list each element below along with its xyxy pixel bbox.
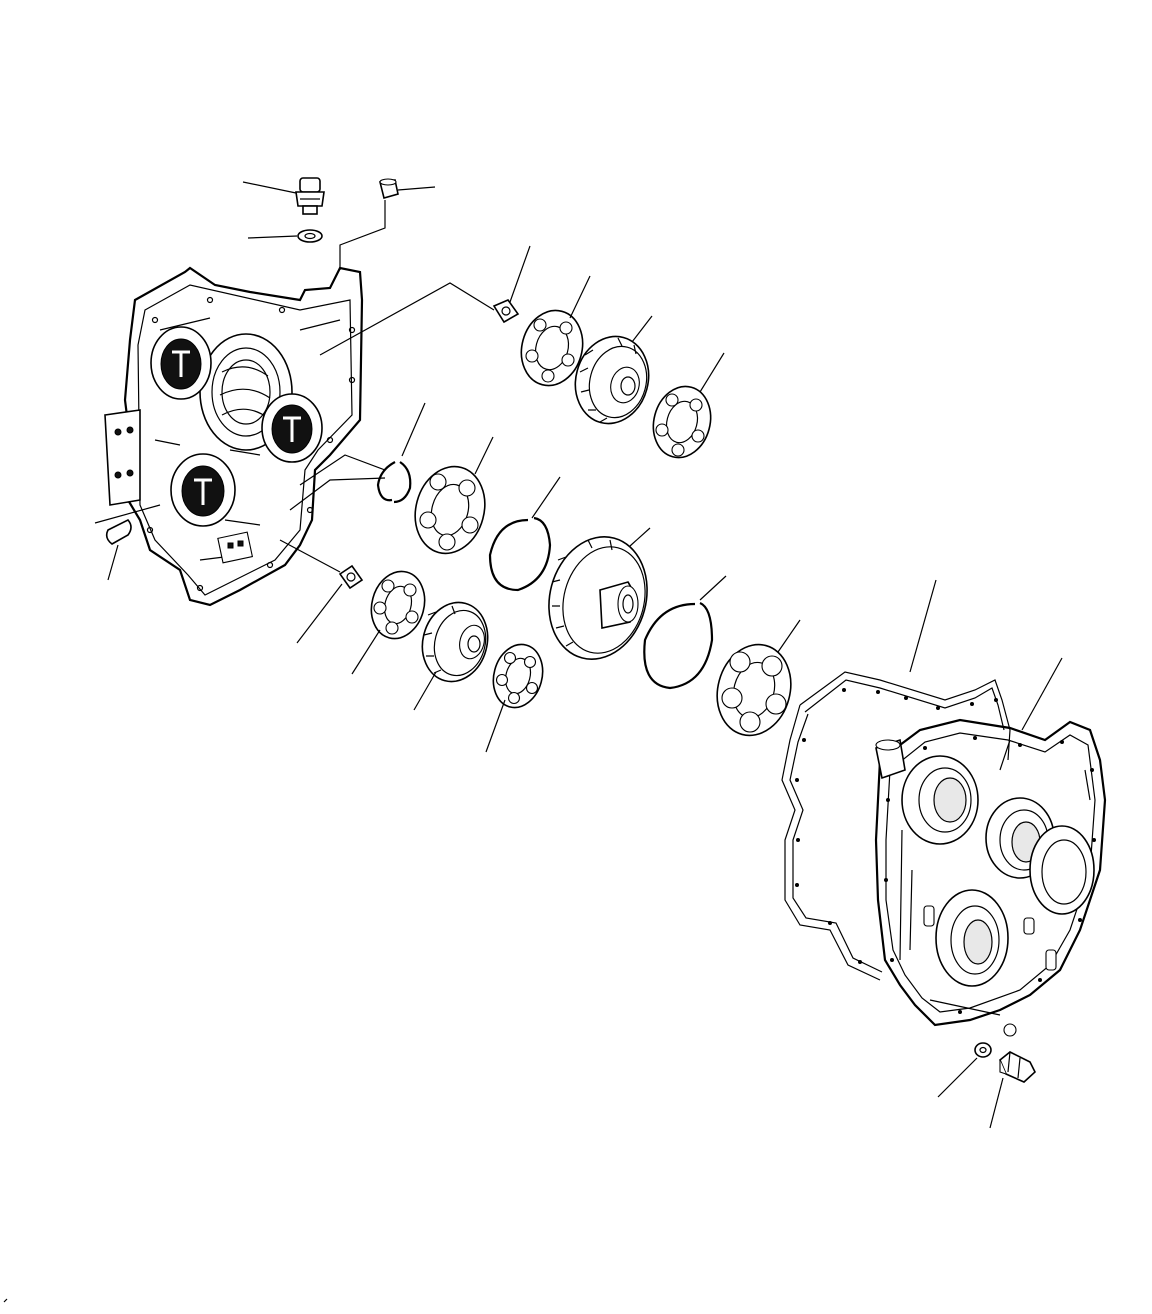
sealing-washer bbox=[247, 229, 323, 243]
gear-upper bbox=[574, 315, 653, 425]
corner-mark bbox=[3, 1298, 8, 1303]
roller-bearing-right bbox=[716, 619, 801, 737]
snap-ring-3 bbox=[643, 575, 727, 690]
ball-bearing-upper-1 bbox=[520, 275, 591, 387]
right-transmission-housing bbox=[874, 657, 1107, 1037]
side-bracket bbox=[104, 409, 141, 506]
breather-plug bbox=[242, 177, 325, 215]
bore-cap-lower bbox=[170, 453, 236, 527]
ball-bearing-lower-2 bbox=[485, 643, 544, 753]
bore-cap-upper-left bbox=[150, 326, 212, 400]
dowel-pin bbox=[94, 504, 161, 581]
ball-bearing-lower-1 bbox=[351, 570, 426, 675]
speed-sensor-lower bbox=[279, 539, 364, 644]
gear-large bbox=[548, 527, 651, 660]
left-housing-bolt-holes bbox=[146, 296, 356, 592]
left-transmission-housing bbox=[104, 266, 364, 607]
cap-plug bbox=[339, 178, 436, 270]
snap-ring-2 bbox=[488, 476, 561, 592]
right-bore-3 bbox=[1029, 825, 1095, 915]
bore-cap-right bbox=[261, 393, 323, 463]
mounting-bolt bbox=[989, 1051, 1036, 1129]
snap-ring-1 bbox=[289, 402, 426, 511]
speed-sensor-upper bbox=[319, 245, 531, 356]
ball-bearing-middle bbox=[414, 436, 494, 555]
mounting-washer bbox=[937, 1042, 992, 1098]
housing-gasket bbox=[781, 579, 1011, 981]
ball-bearing-upper-2 bbox=[652, 352, 725, 459]
gear-lower bbox=[413, 601, 489, 711]
